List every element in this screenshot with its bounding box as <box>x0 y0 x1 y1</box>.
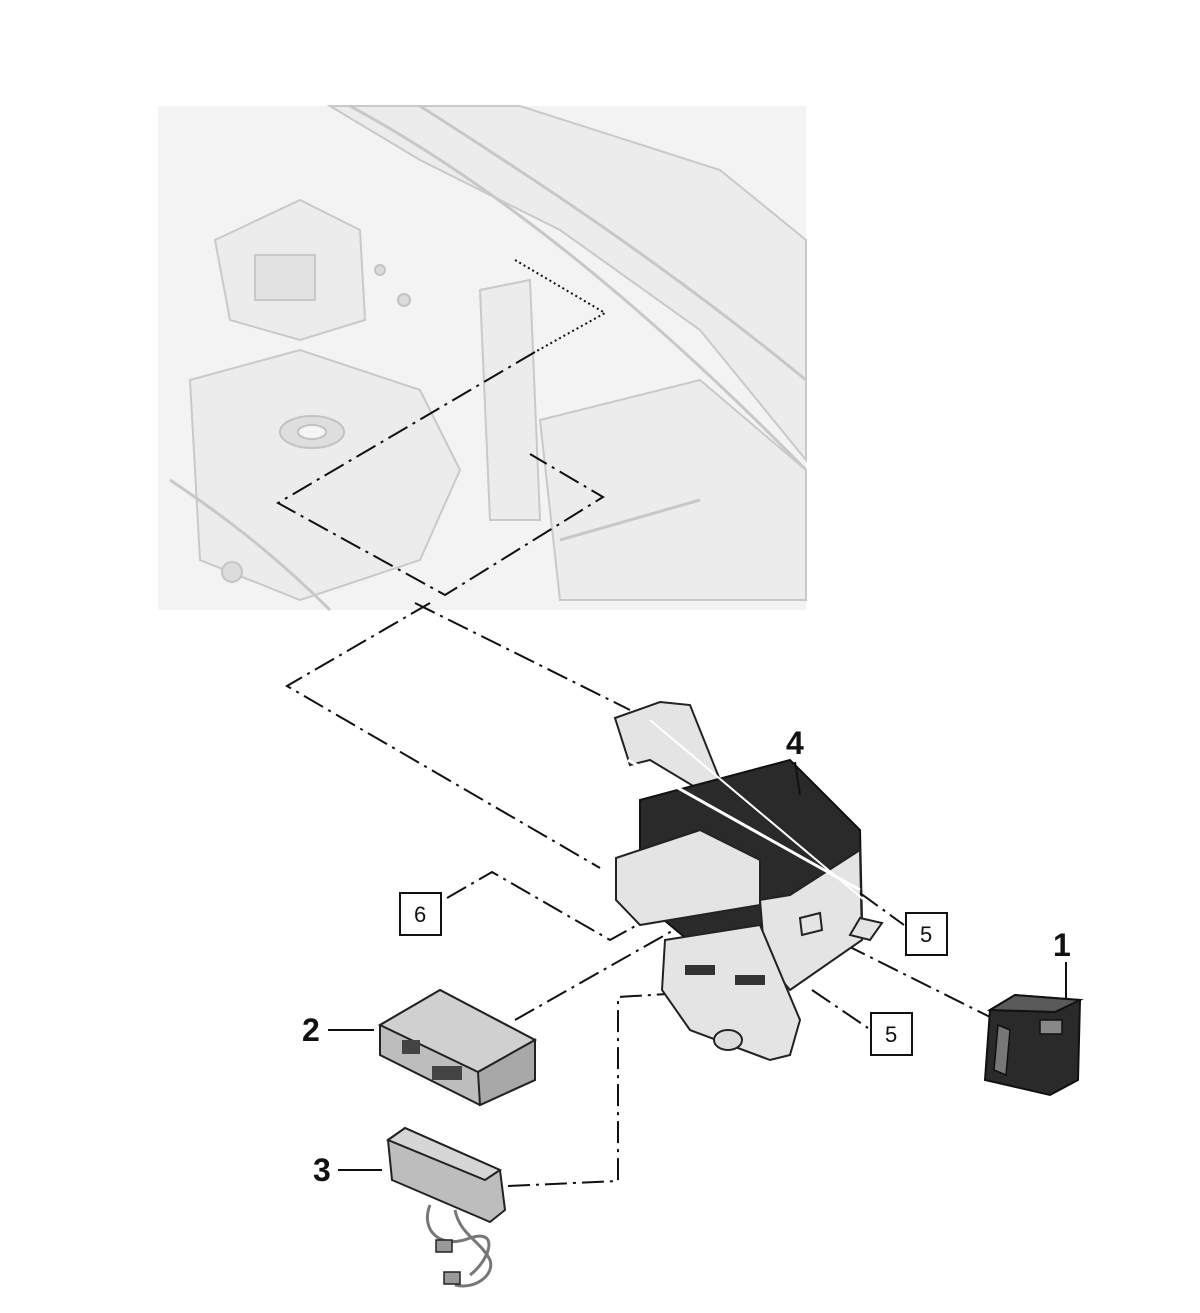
boxed-ref-5-lower: 5 <box>870 1012 913 1056</box>
callout-4: 4 <box>786 725 804 761</box>
leader-boxed-5-lower <box>811 989 869 1029</box>
svg-text:5: 5 <box>920 922 932 947</box>
svg-text:6: 6 <box>414 902 426 927</box>
svg-text:5: 5 <box>885 1022 897 1047</box>
module-with-cables-part-3 <box>385 1126 507 1288</box>
leader-boxed-5-upper <box>859 892 905 926</box>
module-part-2 <box>377 988 538 1107</box>
callout-leaders <box>328 761 1067 1171</box>
control-unit-part-1 <box>983 993 1084 1097</box>
callout-1: 1 <box>1053 927 1071 963</box>
boxed-ref-6: 6 <box>399 892 442 936</box>
callout-2: 2 <box>302 1012 320 1048</box>
installation-position-outline <box>275 259 608 597</box>
boxed-ref-5-upper: 5 <box>905 912 948 956</box>
vehicle-body-background <box>158 104 808 612</box>
callout-3: 3 <box>313 1152 331 1188</box>
mounting-bracket-part-4 <box>613 700 884 1062</box>
